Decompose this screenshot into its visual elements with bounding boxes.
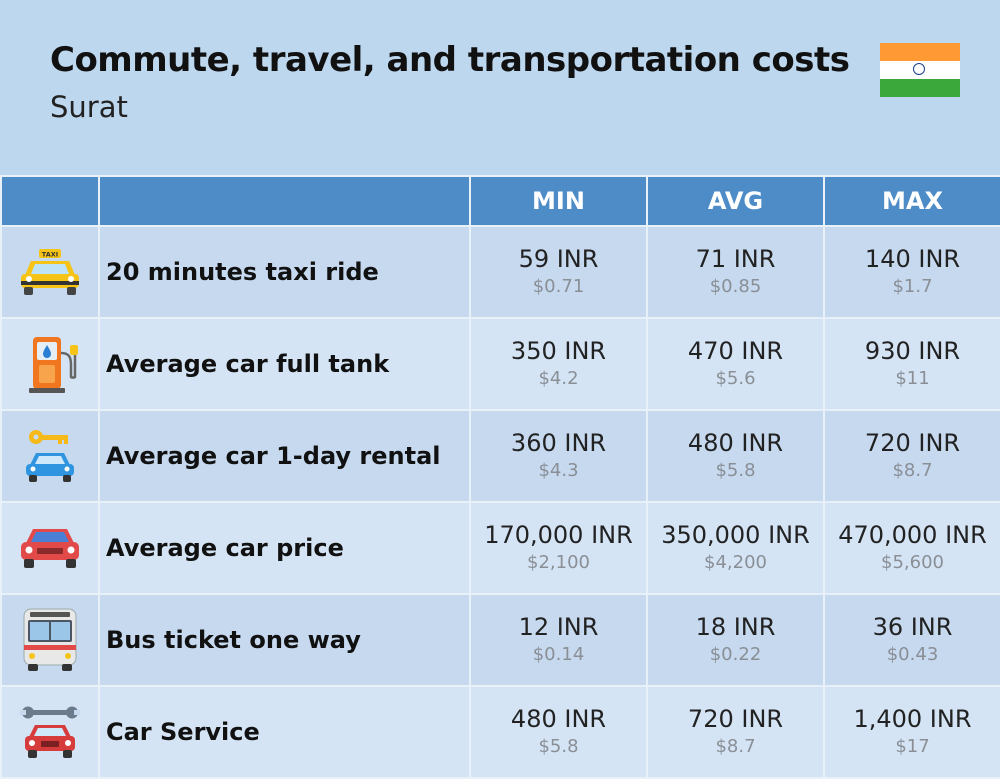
- min-inr: 360 INR: [510, 429, 607, 457]
- row-icon-cell: [0, 501, 100, 595]
- avg-cell: 71 INR $0.85: [646, 225, 825, 319]
- avg-inr: 350,000 INR: [661, 521, 810, 549]
- max-usd: $17: [895, 736, 930, 757]
- row-icon-cell: [0, 409, 100, 503]
- avg-inr: 720 INR: [687, 705, 784, 733]
- row-label: Average car price: [98, 501, 471, 595]
- min-inr: 480 INR: [510, 705, 607, 733]
- min-inr: 350 INR: [510, 337, 607, 365]
- max-cell: 36 INR $0.43: [823, 593, 1000, 687]
- wrench-car-icon: [20, 706, 80, 758]
- avg-usd: $0.22: [709, 644, 762, 665]
- india-flag-icon: [880, 43, 960, 97]
- avg-cell: 720 INR $8.7: [646, 685, 825, 779]
- row-icon-cell: [0, 685, 100, 779]
- avg-usd: $4,200: [704, 552, 767, 573]
- bus-icon: [23, 608, 77, 671]
- min-usd: $4.3: [538, 460, 579, 481]
- max-cell: 470,000 INR $5,600: [823, 501, 1000, 595]
- avg-cell: 480 INR $5.8: [646, 409, 825, 503]
- min-cell: 360 INR $4.3: [469, 409, 648, 503]
- max-usd: $1.7: [892, 276, 933, 297]
- table-header-row: MIN AVG MAX: [0, 175, 1000, 227]
- row-icon-cell: [0, 593, 100, 687]
- page-header: Commute, travel, and transportation cost…: [0, 0, 1000, 174]
- avg-cell: 350,000 INR $4,200: [646, 501, 825, 595]
- row-label: Car Service: [98, 685, 471, 779]
- page-title: Commute, travel, and transportation cost…: [50, 40, 850, 80]
- flag-green-band: [880, 79, 960, 97]
- header-icon-col: [0, 175, 100, 227]
- min-usd: $4.2: [538, 368, 579, 389]
- min-inr: 59 INR: [518, 245, 599, 273]
- row-label: 20 minutes taxi ride: [98, 225, 471, 319]
- min-cell: 170,000 INR $2,100: [469, 501, 648, 595]
- avg-usd: $5.8: [715, 460, 756, 481]
- avg-inr: 480 INR: [687, 429, 784, 457]
- min-inr: 12 INR: [518, 613, 599, 641]
- header-min: MIN: [469, 175, 648, 227]
- max-inr: 140 INR: [864, 245, 961, 273]
- row-label: Bus ticket one way: [98, 593, 471, 687]
- avg-inr: 71 INR: [695, 245, 776, 273]
- row-icon-cell: [0, 317, 100, 411]
- row-icon-cell: TAXI: [0, 225, 100, 319]
- cost-table: MIN AVG MAX TAXI 20: [0, 175, 1000, 779]
- avg-inr: 470 INR: [687, 337, 784, 365]
- avg-usd: $0.85: [709, 276, 762, 297]
- flag-saffron-band: [880, 43, 960, 61]
- avg-cell: 470 INR $5.6: [646, 317, 825, 411]
- table-row: Average car price 170,000 INR $2,100 350…: [0, 501, 1000, 595]
- table-row: Average car full tank 350 INR $4.2 470 I…: [0, 317, 1000, 411]
- min-inr: 170,000 INR: [484, 521, 633, 549]
- max-usd: $0.43: [886, 644, 939, 665]
- min-cell: 12 INR $0.14: [469, 593, 648, 687]
- max-inr: 470,000 INR: [838, 521, 987, 549]
- header-max: MAX: [823, 175, 1000, 227]
- max-inr: 36 INR: [872, 613, 953, 641]
- min-cell: 480 INR $5.8: [469, 685, 648, 779]
- flag-chakra: [913, 63, 925, 75]
- max-cell: 930 INR $11: [823, 317, 1000, 411]
- row-label: Average car full tank: [98, 317, 471, 411]
- table-row: TAXI 20 minutes taxi ride 59 INR $0.71 7…: [0, 225, 1000, 319]
- min-usd: $0.71: [532, 276, 585, 297]
- fuel-pump-icon: [29, 337, 78, 393]
- table-row: Bus ticket one way 12 INR $0.14 18 INR $…: [0, 593, 1000, 687]
- min-usd: $0.14: [532, 644, 585, 665]
- max-usd: $8.7: [892, 460, 933, 481]
- max-inr: 930 INR: [864, 337, 961, 365]
- table-row: Average car 1-day rental 360 INR $4.3 48…: [0, 409, 1000, 503]
- avg-usd: $8.7: [715, 736, 756, 757]
- taxi-icon: TAXI: [21, 249, 79, 295]
- avg-cell: 18 INR $0.22: [646, 593, 825, 687]
- max-usd: $5,600: [881, 552, 944, 573]
- max-cell: 140 INR $1.7: [823, 225, 1000, 319]
- taxi-sign-text: TAXI: [42, 251, 58, 259]
- avg-inr: 18 INR: [695, 613, 776, 641]
- car-key-icon: [26, 430, 74, 482]
- min-cell: 59 INR $0.71: [469, 225, 648, 319]
- min-usd: $2,100: [527, 552, 590, 573]
- max-cell: 720 INR $8.7: [823, 409, 1000, 503]
- car-icon: [21, 529, 79, 568]
- min-cell: 350 INR $4.2: [469, 317, 648, 411]
- city-name: Surat: [50, 90, 128, 124]
- row-label: Average car 1-day rental: [98, 409, 471, 503]
- table-row: Car Service 480 INR $5.8 720 INR $8.7 1,…: [0, 685, 1000, 779]
- max-inr: 1,400 INR: [853, 705, 972, 733]
- max-cell: 1,400 INR $17: [823, 685, 1000, 779]
- header-label-col: [98, 175, 471, 227]
- min-usd: $5.8: [538, 736, 579, 757]
- max-inr: 720 INR: [864, 429, 961, 457]
- max-usd: $11: [895, 368, 930, 389]
- header-avg: AVG: [646, 175, 825, 227]
- avg-usd: $5.6: [715, 368, 756, 389]
